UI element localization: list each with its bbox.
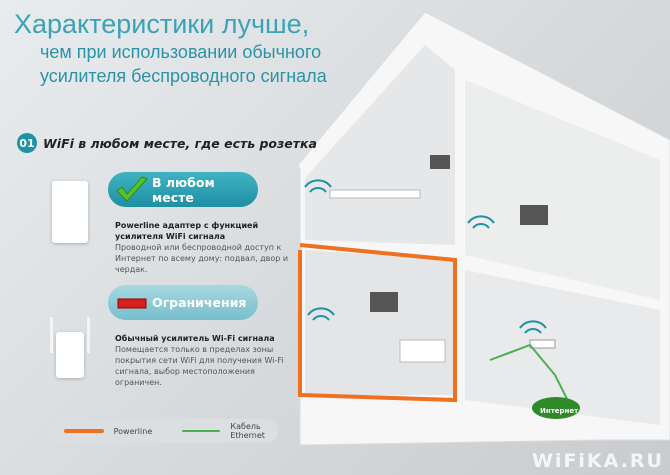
section-header: 01 WiFi в любом месте, где есть розетка [17, 133, 317, 153]
wifi-extender-image [56, 332, 84, 378]
advantage-label: В любом месте [152, 174, 215, 205]
sofa [399, 339, 446, 363]
advantage-text: Проводной или беспроводной доступ к Инте… [115, 243, 289, 274]
limitation-text: Помещается только в пределах зоны покрыт… [115, 345, 284, 387]
section-number: 01 [17, 133, 37, 153]
legend-powerline: Powerline [113, 426, 153, 436]
limitation-description: Обычный усилитель Wi-Fi сигнала Помещает… [115, 333, 290, 388]
internet-label: Интернет [540, 407, 579, 415]
extender-antenna [50, 317, 53, 353]
ethernet-swatch [182, 430, 221, 432]
lower-left-room [305, 250, 455, 395]
headline-line-3: усилителя беспроводного сигнала [40, 66, 327, 86]
legend-ethernet: Кабель Ethernet [230, 422, 265, 440]
upper-right-room [465, 80, 660, 300]
powerline-swatch [64, 429, 104, 433]
legend: Powerline Кабель Ethernet [48, 419, 278, 443]
lower-right-room [465, 270, 660, 425]
watermark: WiFiKA.RU [531, 450, 664, 472]
headline-line-2: чем при использовании обычного [40, 42, 322, 62]
wifi-icon [304, 179, 547, 334]
limitation-label: Ограничения [152, 295, 247, 310]
tv [520, 205, 548, 225]
section-title: WiFi в любом месте, где есть розетка [43, 135, 317, 151]
router [529, 339, 556, 349]
check-icon [116, 176, 148, 202]
extender-antenna [87, 317, 90, 353]
advantage-heading: Powerline адаптер с функцией усилителя W… [115, 221, 259, 241]
desk [329, 189, 421, 199]
powerline-adapter-image [52, 181, 88, 243]
monitor [430, 155, 450, 169]
advantage-badge: В любом месте [108, 172, 258, 207]
internet-cloud [532, 397, 580, 419]
limitation-heading: Обычный усилитель Wi-Fi сигнала [115, 334, 275, 343]
powerline-cable [298, 243, 457, 403]
ethernet-cable [489, 343, 571, 406]
advantage-description: Powerline адаптер с функцией усилителя W… [115, 220, 290, 275]
headline: Характеристики лучше, чем при использова… [14, 8, 327, 88]
minus-icon [117, 298, 147, 309]
headline-line-1: Характеристики лучше, [14, 9, 310, 39]
tv [370, 292, 398, 312]
limitation-badge: Ограничения [108, 285, 258, 320]
